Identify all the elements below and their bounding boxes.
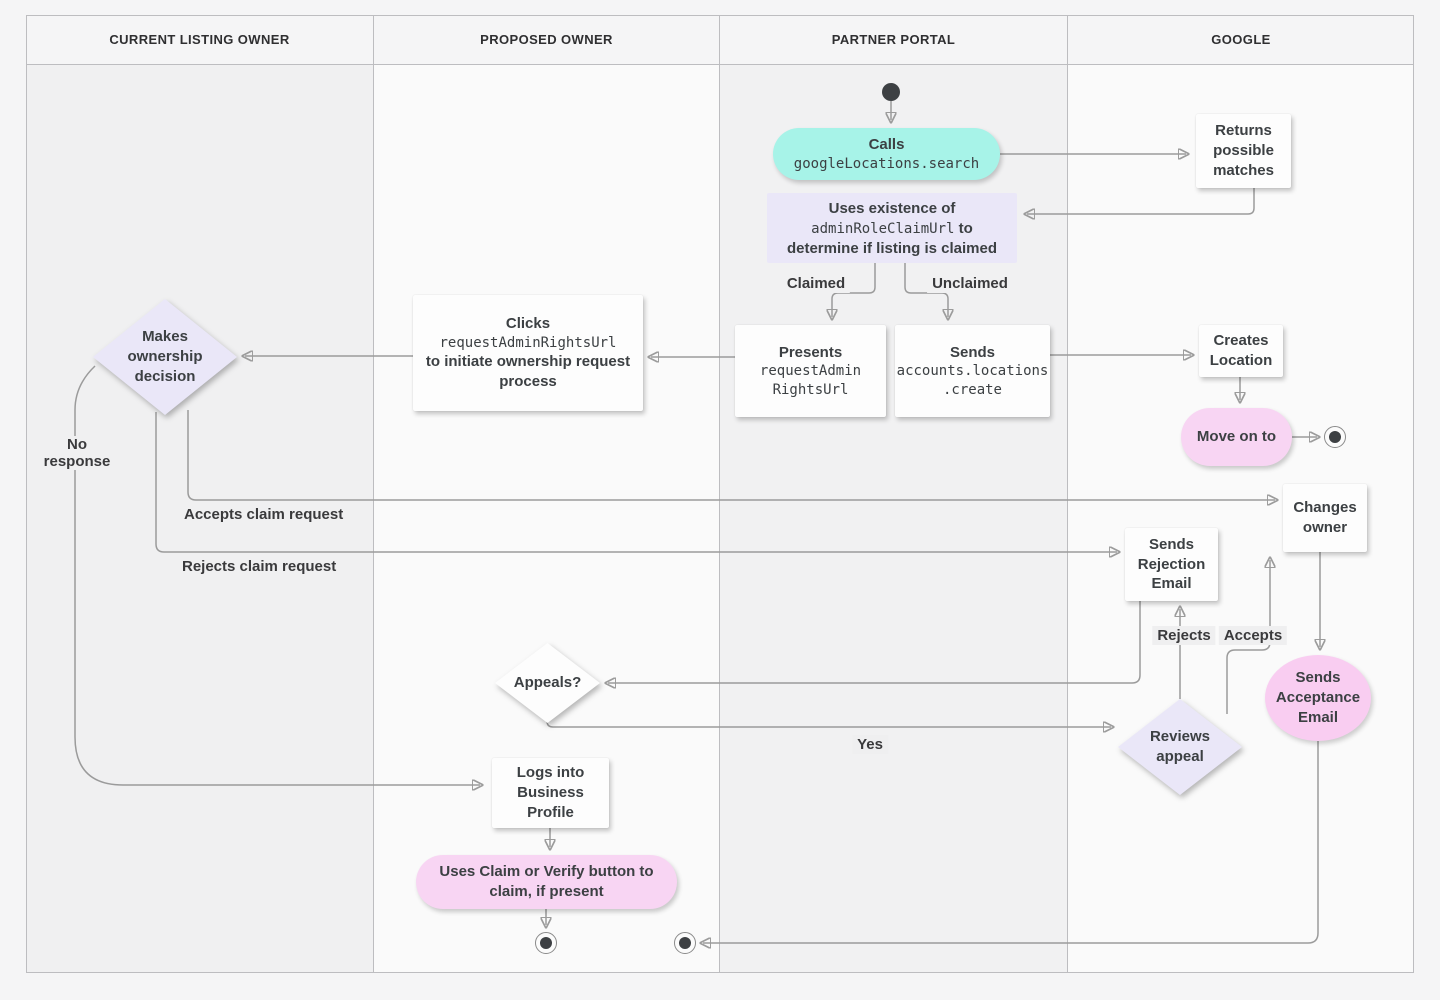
node-reviews-appeal: Reviews appeal xyxy=(1118,699,1242,795)
node-title: Presents xyxy=(778,343,843,361)
edge-label-rejects: Rejects xyxy=(1152,626,1216,645)
edge-returns-to-uses xyxy=(1027,188,1255,214)
edge-unclaimed xyxy=(904,263,948,317)
edge-reviews-accepts xyxy=(1226,560,1270,714)
end-node-acceptance-flow xyxy=(674,932,696,954)
node-sends-acceptance-email: Sends Acceptance Email xyxy=(1265,655,1371,741)
edge-no-response xyxy=(74,365,480,785)
node-text: Sends Acceptance Email xyxy=(1275,669,1361,726)
diagram-frame xyxy=(26,15,1414,973)
node-text: Returns possible matches xyxy=(1213,122,1274,179)
node-text: Makes ownership decision xyxy=(127,328,203,385)
end-node-claim-flow xyxy=(535,932,557,954)
end-node-create-flow xyxy=(1324,426,1346,448)
node-text-line3: determine if listing is claimed xyxy=(786,239,998,257)
node-text: Uses Claim or Verify button to claim, if… xyxy=(439,863,654,900)
node-text: Reviews appeal xyxy=(1149,728,1211,765)
edge-claimed xyxy=(832,263,876,317)
lane-header-google: GOOGLE xyxy=(1068,15,1414,65)
node-creates-location: Creates Location xyxy=(1199,325,1283,377)
node-text: Creates Location xyxy=(1209,332,1273,369)
node-calls-googlelocations-search: Calls googleLocations.search xyxy=(773,128,1000,180)
edge-acceptance-to-end xyxy=(703,741,1319,943)
node-code: adminRoleClaimUrl xyxy=(811,220,955,237)
node-makes-ownership-decision: Makes ownership decision xyxy=(93,299,237,415)
edge-label-accepts-claim-request: Accepts claim request xyxy=(179,505,349,524)
node-text: to initiate ownership request process xyxy=(425,353,631,391)
node-text: Appeals? xyxy=(513,674,582,692)
node-code: accounts.locations xyxy=(896,363,1049,380)
node-presents-requestadminrightsurl: Presents requestAdmin RightsUrl xyxy=(735,325,886,417)
lane-current-listing-owner: CURRENT LISTING OWNER xyxy=(26,15,373,973)
node-code: googleLocations.search xyxy=(793,155,980,172)
edge-label-yes: Yes xyxy=(852,735,888,754)
node-appeals: Appeals? xyxy=(495,643,600,723)
node-changes-owner: Changes owner xyxy=(1283,484,1367,552)
start-node xyxy=(882,83,900,101)
edge-label-no-response: No response xyxy=(38,436,116,470)
edge-rejects-claim xyxy=(155,412,1117,552)
node-text-line2: to xyxy=(958,219,973,237)
node-code: .create xyxy=(942,381,1002,398)
edge-label-claimed: Claimed xyxy=(781,274,851,293)
node-text-line1: Uses existence of xyxy=(828,200,956,217)
node-uses-existence-adminroleclaimurl: Uses existence of adminRoleClaimUrl to d… xyxy=(767,193,1017,263)
node-returns-possible-matches: Returns possible matches xyxy=(1196,114,1291,188)
node-title: Calls xyxy=(868,135,905,153)
edge-rejection-to-appeals xyxy=(608,601,1141,683)
node-text: Changes owner xyxy=(1293,499,1357,536)
edge-label-accepts: Accepts xyxy=(1218,626,1288,645)
lane-header-proposed-owner: PROPOSED OWNER xyxy=(374,15,719,65)
edge-label-rejects-claim-request: Rejects claim request xyxy=(177,557,342,576)
node-title: Sends xyxy=(949,343,995,361)
node-text: Sends Rejection Email xyxy=(1137,535,1206,593)
node-logs-into-business-profile: Logs into Business Profile xyxy=(492,758,609,828)
node-uses-claim-or-verify-button: Uses Claim or Verify button to claim, if… xyxy=(416,855,677,909)
edge-appeals-yes-to-reviews xyxy=(546,717,1111,727)
node-code: RightsUrl xyxy=(772,381,849,398)
edge-accepts-claim xyxy=(187,410,1275,500)
node-code: requestAdmin xyxy=(759,363,862,380)
lane-header-partner-portal: PARTNER PORTAL xyxy=(720,15,1067,65)
edge-label-unclaimed: Unclaimed xyxy=(927,274,1013,293)
lane-header-current-listing-owner: CURRENT LISTING OWNER xyxy=(26,15,373,65)
node-text: Move on to xyxy=(1196,428,1277,446)
node-text: Logs into Business Profile xyxy=(516,764,585,821)
node-title: Clicks xyxy=(505,315,551,333)
node-sends-accounts-locations-create: Sends accounts.locations .create xyxy=(895,325,1050,417)
node-move-on-to: Move on to xyxy=(1181,408,1292,466)
node-clicks-requestadminrightsurl: Clicks requestAdminRightsUrl to initiate… xyxy=(413,295,643,411)
node-sends-rejection-email: Sends Rejection Email xyxy=(1125,528,1218,601)
node-code: requestAdminRightsUrl xyxy=(439,334,617,351)
